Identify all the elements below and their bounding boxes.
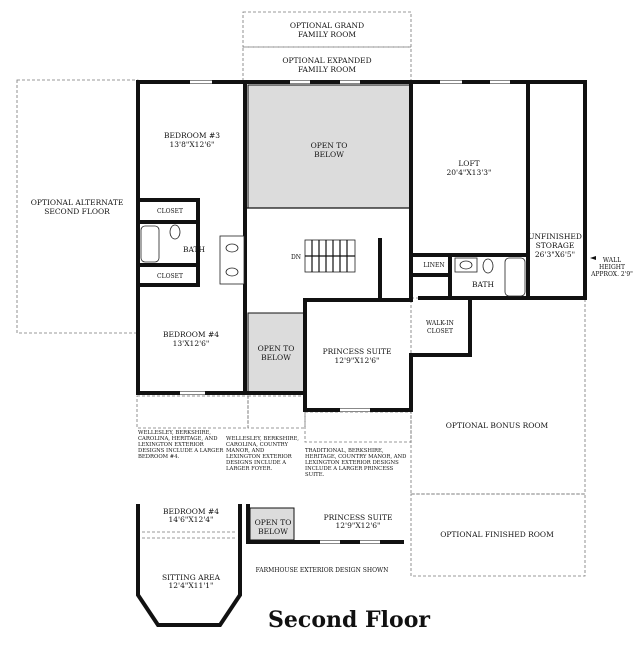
closet-lower-label: CLOSET	[157, 273, 183, 280]
note3-line4: INCLUDE A LARGER PRINCESS	[305, 466, 394, 472]
walkin-closet-label-1: WALK-IN	[426, 320, 454, 327]
loft-size: 20'4"X13'3"	[447, 168, 492, 177]
farmhouse-princess-name: PRINCESS SUITE	[324, 513, 393, 522]
optional-alternate-label-1: OPTIONAL ALTERNATE	[31, 198, 124, 207]
optional-alternate-label-2: SECOND FLOOR	[44, 207, 110, 216]
linen-label: LINEN	[423, 262, 444, 269]
walkin-closet-label-2: CLOSET	[427, 328, 453, 335]
bath-right-label: BATH	[472, 280, 495, 289]
note3-line1: TRADITIONAL, BERKSHIRE,	[305, 448, 384, 454]
exterior-notes: WELLESLEY, BERKSHIRE, CAROLINA, HERITAGE…	[138, 430, 406, 478]
storage-size: 26'3"X6'5"	[535, 250, 575, 259]
optional-grand-family-label-1: OPTIONAL GRAND	[290, 21, 364, 30]
storage-label-2: STORAGE	[536, 241, 575, 250]
farmhouse-bedroom4-name: BEDROOM #4	[163, 507, 219, 516]
bath-fixtures-right	[454, 257, 526, 297]
page-title: Second Floor	[268, 607, 430, 633]
note2-line6: LARGER FOYER.	[226, 466, 272, 472]
note1-line1: WELLESLEY, BERKSHIRE,	[138, 430, 211, 436]
optional-grand-family-label-2: FAMILY ROOM	[298, 30, 356, 39]
farmhouse-open-label-2: BELOW	[258, 527, 288, 536]
bath-left-label: BATH	[183, 245, 206, 254]
farmhouse-open-to-below-area	[249, 507, 295, 541]
note2-line3: MANOR, AND	[226, 448, 264, 454]
wall-height-label-3: APPROX. 2'9"	[590, 271, 633, 278]
farmhouse-bedroom4-size: 14'6"X12'4"	[169, 515, 214, 524]
wall-height-label-1: WALL	[603, 257, 621, 264]
loft-name: LOFT	[458, 159, 479, 168]
exterior-walls	[136, 80, 587, 412]
closet-upper-label: CLOSET	[157, 208, 183, 215]
open-to-below-area-2	[247, 312, 306, 394]
optional-larger-foyer-outline	[247, 395, 306, 429]
optional-larger-suite-outline	[304, 411, 412, 443]
open-to-below-2-label-1: OPEN TO	[258, 344, 295, 353]
open-to-below-1-label-2: BELOW	[314, 150, 344, 159]
farmhouse-caption: FARMHOUSE EXTERIOR DESIGN SHOWN	[256, 567, 389, 574]
note3-line5: SUITE.	[305, 472, 325, 478]
note1-line2: CAROLINA, HERITAGE, AND	[138, 436, 217, 442]
princess-suite-size: 12'9"X12'6"	[335, 356, 380, 365]
farmhouse-sitting-name: SITTING AREA	[162, 573, 221, 582]
princess-suite-name: PRINCESS SUITE	[323, 347, 392, 356]
stairs	[304, 239, 356, 273]
note1-line3: LEXINGTON EXTERIOR	[138, 442, 205, 448]
bedroom4-name: BEDROOM #4	[163, 330, 219, 339]
bath-fixtures-left	[140, 224, 245, 285]
stairs-down-label: DN	[291, 254, 301, 261]
farmhouse-open-label-1: OPEN TO	[255, 518, 292, 527]
storage-label-1: UNFINISHED	[528, 232, 582, 241]
optional-expanded-family-label-1: OPTIONAL EXPANDED	[282, 56, 371, 65]
wall-height-arrow-icon	[590, 256, 596, 260]
wall-height-label-2: HEIGHT	[599, 264, 625, 271]
open-to-below-2-label-2: BELOW	[261, 353, 291, 362]
note1-line4: DESIGNS INCLUDE A LARGER	[138, 448, 224, 454]
room-labels: OPTIONAL GRAND FAMILY ROOM OPTIONAL EXPA…	[31, 21, 633, 539]
note3-line2: HERITAGE, COUNTRY MANOR, AND	[305, 454, 406, 460]
open-to-below-1-label-1: OPEN TO	[311, 141, 348, 150]
optional-finished-room-label: OPTIONAL FINISHED ROOM	[440, 530, 554, 539]
farmhouse-princess-size: 12'9"X12'6"	[336, 521, 381, 530]
bedroom4-size: 13'X12'6"	[173, 339, 210, 348]
farmhouse-sitting-size: 12'4"X11'1"	[169, 581, 214, 590]
farmhouse-inset: BEDROOM #4 14'6"X12'4" OPEN TO BELOW PRI…	[136, 504, 404, 627]
optional-bonus-room-label: OPTIONAL BONUS ROOM	[446, 421, 549, 430]
note2-line5: DESIGNS INCLUDE A	[226, 460, 286, 466]
interior-walls	[136, 80, 530, 395]
optional-grand-family-outline	[242, 11, 412, 48]
note3-line3: LEXINGTON EXTERIOR DESIGNS	[305, 460, 399, 466]
bedroom3-name: BEDROOM #3	[164, 131, 220, 140]
note2-line4: LEXINGTON EXTERIOR	[226, 454, 293, 460]
optional-expanded-family-label-2: FAMILY ROOM	[298, 65, 356, 74]
note1-line5: BEDROOM #4.	[138, 454, 180, 460]
optional-finished-room-outline	[410, 493, 586, 577]
bedroom3-size: 13'8"X12'6"	[170, 140, 215, 149]
note2-line2: CAROLINA, COUNTRY	[226, 442, 288, 448]
optional-larger-bedroom4-outline	[136, 395, 249, 429]
note2-line1: WELLESLEY, BERKSHIRE,	[226, 436, 299, 442]
